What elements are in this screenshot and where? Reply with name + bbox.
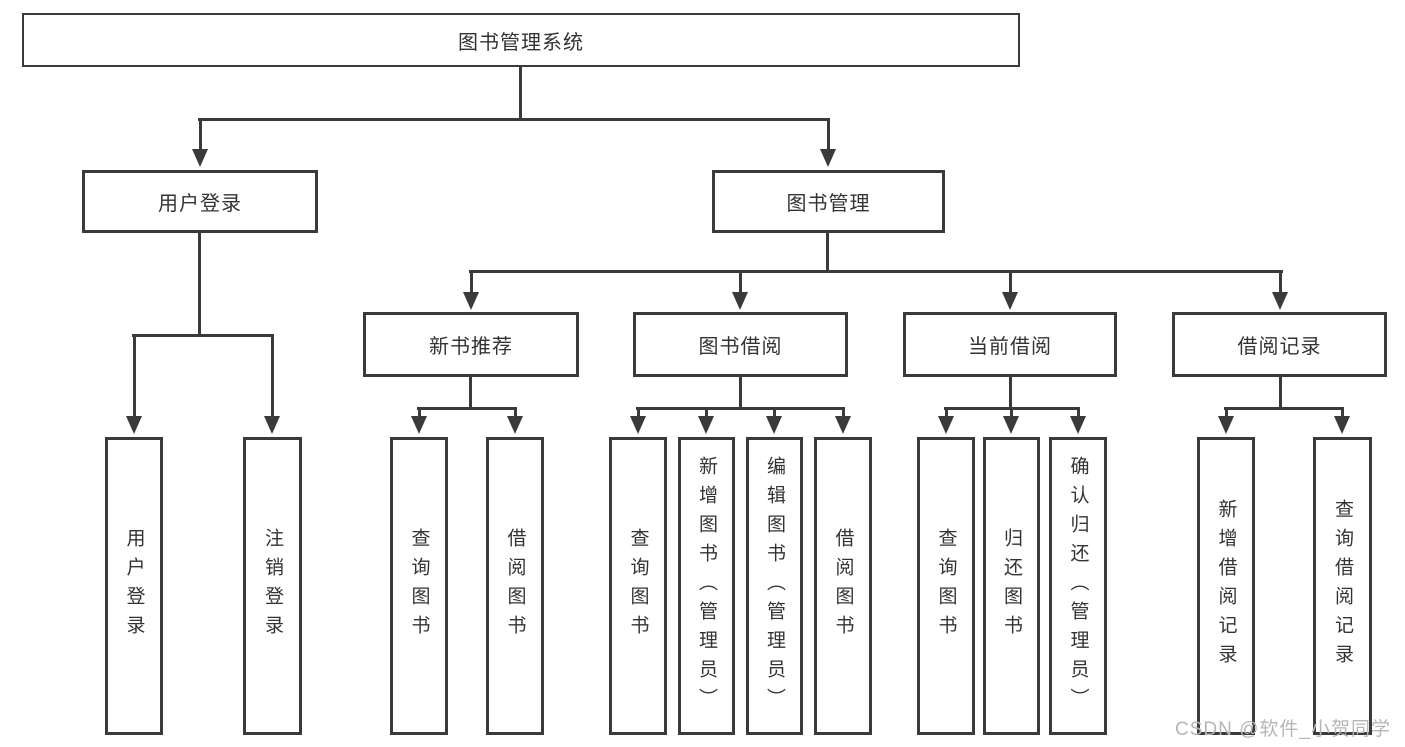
connector-root-bar [198,118,830,121]
leaf-query-books-2: 查询图书 [609,437,667,735]
arrow-down-icon [1003,410,1019,434]
leaf-query-books-2-label: 查询图书 [627,528,649,644]
leaf-add-borrow-record-label: 新增借阅记录 [1215,499,1237,673]
arrow-down-icon [1002,273,1018,310]
leaf-query-books-1-label: 查询图书 [408,528,430,644]
leaf-query-borrow-record: 查询借阅记录 [1313,437,1372,735]
leaf-logout-label: 注销登录 [262,528,283,644]
arrow-down-icon [1272,273,1288,310]
leaf-confirm-return-admin: 确认归还（管理员） [1049,437,1107,735]
arrow-down-icon [820,121,836,167]
connector-user-login-bar [132,334,274,337]
leaf-edit-books-admin-label: 编辑图书（管理员） [764,455,785,717]
node-user-login: 用户登录 [82,170,318,233]
connector-new-book-bar [417,407,517,410]
leaf-borrow-books-1-label: 借阅图书 [504,528,526,644]
node-book-management-label: 图书管理 [786,193,871,215]
connector-book-management-bar [469,270,1283,273]
connector-new-book-stem [469,377,472,410]
node-current-borrow-label: 当前借阅 [968,336,1052,358]
connector-book-management-stem [826,233,829,273]
leaf-query-books-3-label: 查询图书 [935,528,957,644]
leaf-query-books-1: 查询图书 [390,437,448,735]
node-user-login-label: 用户登录 [158,193,242,215]
connector-book-borrow-bar [636,407,845,410]
node-library-system: 图书管理系统 [22,13,1020,67]
node-book-borrow-label: 图书借阅 [698,336,783,358]
arrow-down-icon [411,410,427,434]
arrow-down-icon [126,337,142,434]
csdn-watermark: CSDN @软件_小贺同学 [1175,719,1391,740]
arrow-down-icon [507,410,523,434]
leaf-edit-books-admin: 编辑图书（管理员） [746,437,803,735]
connector-current-borrow-bar [944,407,1080,410]
leaf-confirm-return-admin-label: 确认归还（管理员） [1067,455,1089,717]
arrow-down-icon [1334,410,1350,434]
leaf-add-borrow-record: 新增借阅记录 [1197,437,1255,735]
node-current-borrow: 当前借阅 [903,312,1117,377]
leaf-add-books-admin: 新增图书（管理员） [678,437,735,735]
arrow-down-icon [264,337,280,434]
connector-book-borrow-stem [739,377,742,410]
leaf-borrow-books-2-label: 借阅图书 [832,528,854,644]
leaf-borrow-books-1: 借阅图书 [486,437,544,735]
arrow-down-icon [835,410,851,434]
node-library-system-label: 图书管理系统 [458,31,584,54]
arrow-down-icon [1070,410,1086,434]
leaf-user-login-label: 用户登录 [123,528,145,644]
node-borrow-records: 借阅记录 [1172,312,1387,377]
leaf-logout: 注销登录 [243,437,302,735]
node-new-book-recommend-label: 新书推荐 [429,336,513,358]
arrow-down-icon [1218,410,1234,434]
node-book-borrow: 图书借阅 [633,312,848,377]
arrow-down-icon [766,410,782,434]
arrow-down-icon [192,121,208,167]
node-new-book-recommend: 新书推荐 [363,312,579,377]
connector-borrow-records-bar [1224,407,1344,410]
connector-root-stem [519,67,522,120]
arrow-down-icon [698,410,714,434]
leaf-add-books-admin-label: 新增图书（管理员） [696,455,717,717]
arrow-down-icon [732,273,748,310]
leaf-user-login: 用户登录 [105,437,163,735]
leaf-query-books-3: 查询图书 [917,437,975,735]
connector-user-login-stem [198,233,201,337]
node-book-management: 图书管理 [712,170,945,233]
leaf-query-borrow-record-label: 查询借阅记录 [1332,499,1353,673]
arrow-down-icon [463,273,479,310]
leaf-return-books-label: 归还图书 [1001,528,1022,644]
node-borrow-records-label: 借阅记录 [1237,336,1322,358]
connector-current-borrow-stem [1009,377,1012,410]
arrow-down-icon [938,410,954,434]
connector-borrow-records-stem [1279,377,1282,410]
arrow-down-icon [630,410,646,434]
leaf-borrow-books-2: 借阅图书 [814,437,872,735]
leaf-return-books: 归还图书 [983,437,1040,735]
